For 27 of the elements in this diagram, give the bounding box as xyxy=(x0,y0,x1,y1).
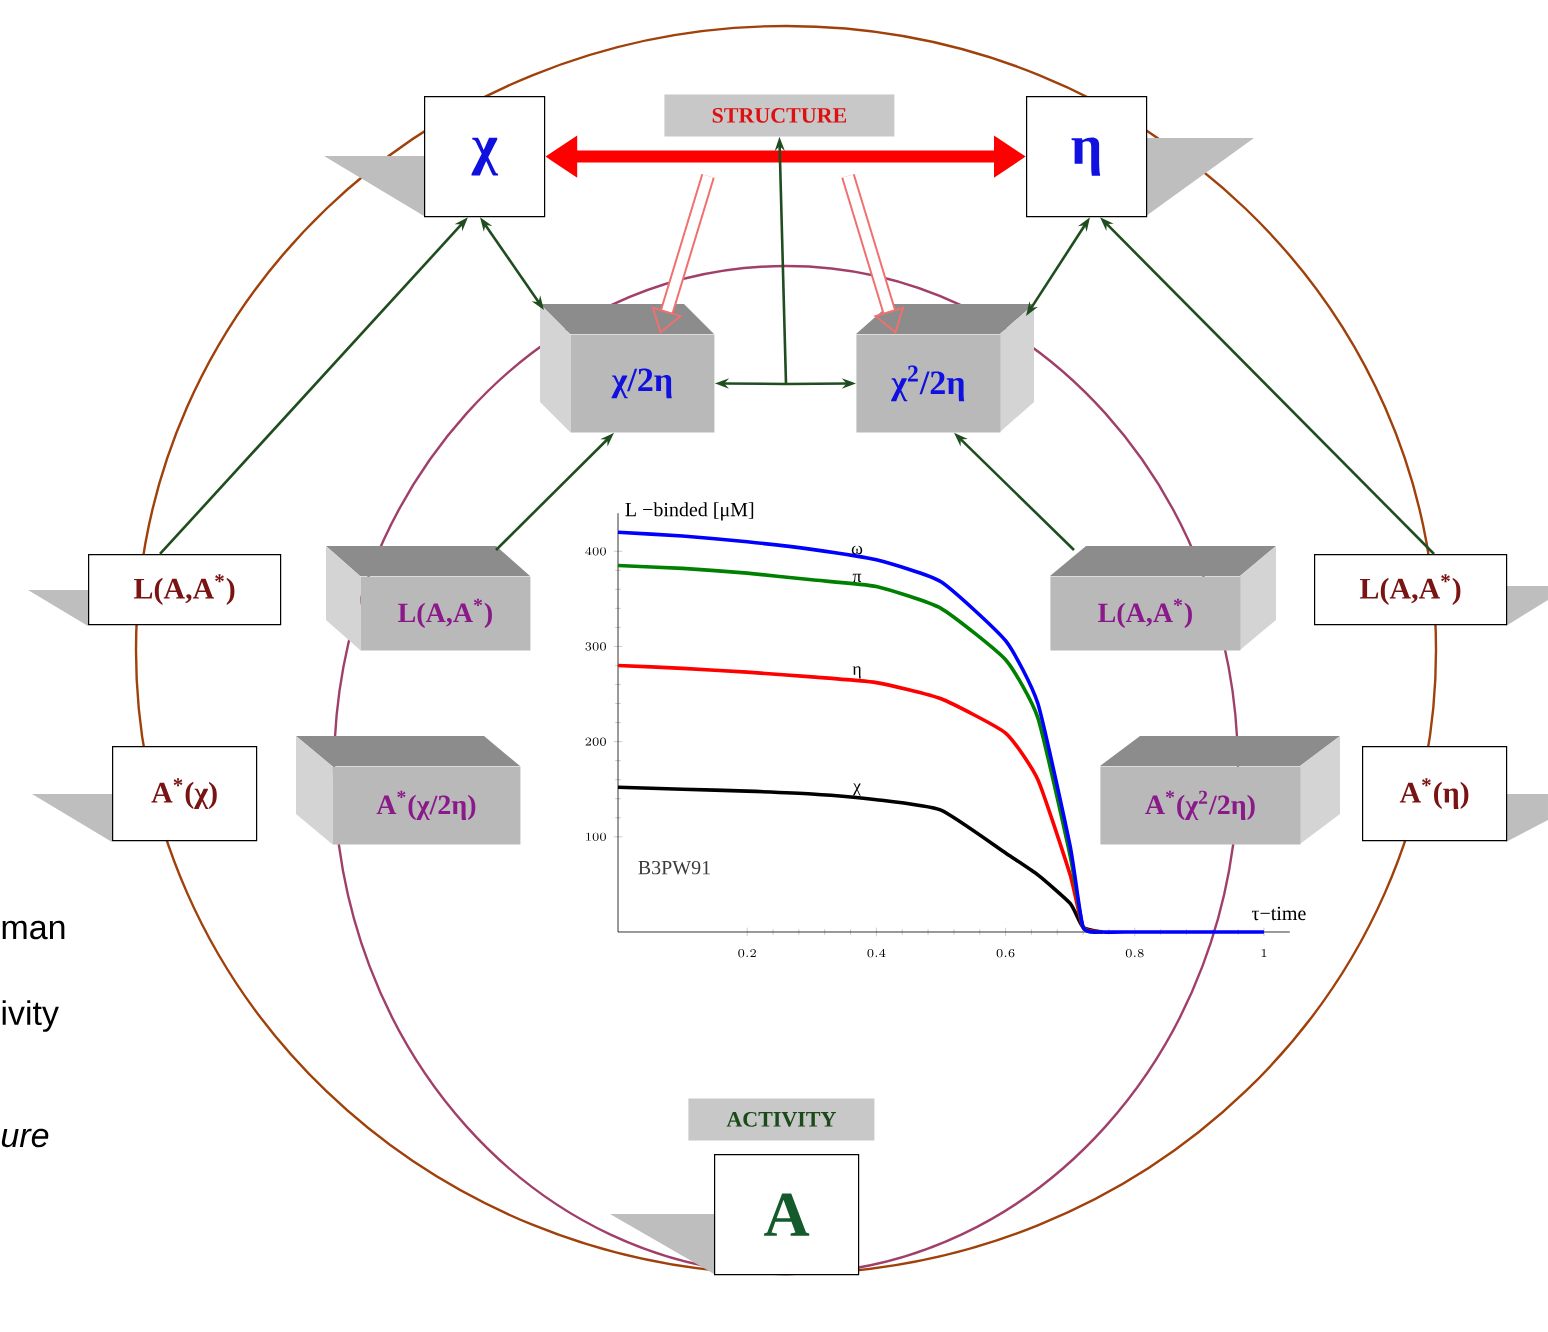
text-box: A$^{*}$(χ) xyxy=(32,746,258,842)
cube-box: χ/2η xyxy=(540,304,715,433)
text-box: A$^{*}$(η) xyxy=(1362,746,1548,842)
cube-box: A$^{*}$(χ/2η) xyxy=(296,736,521,845)
axis-title: τ−time xyxy=(1251,906,1306,921)
cube-box: L(A,A$^{*}$) xyxy=(1050,546,1276,651)
series-label: η xyxy=(852,666,861,679)
text-box: A xyxy=(610,1154,860,1276)
text-fragment: ivity xyxy=(2,1000,59,1032)
chart-annotation: B3PW91 xyxy=(638,860,710,875)
series-label: χ xyxy=(853,783,861,796)
axis-title: L −binded [μM] xyxy=(625,502,754,521)
cube-box: L(A,A$^{*}$) xyxy=(326,546,531,651)
hollow-arrow xyxy=(841,173,905,334)
series-label: π xyxy=(852,573,862,583)
text-box: L(A,A$^{*}$) xyxy=(1314,554,1548,626)
text-box: L(A,A$^{*}$) xyxy=(28,554,282,626)
text-box: η xyxy=(1026,96,1254,218)
text-fragment: ure xyxy=(1,1128,49,1148)
text-box: χ xyxy=(324,96,546,218)
cube-box: A$^{*}$(χ$^{2}$/2η) xyxy=(1100,736,1340,845)
hollow-arrow xyxy=(651,173,715,334)
heading-label: ACTIVITY xyxy=(688,1098,875,1141)
text-fragment: man xyxy=(2,920,65,940)
heading-label: STRUCTURE xyxy=(664,94,895,137)
cube-box: χ$^{2}$/2η xyxy=(856,304,1034,433)
series-label: ω xyxy=(851,545,863,555)
